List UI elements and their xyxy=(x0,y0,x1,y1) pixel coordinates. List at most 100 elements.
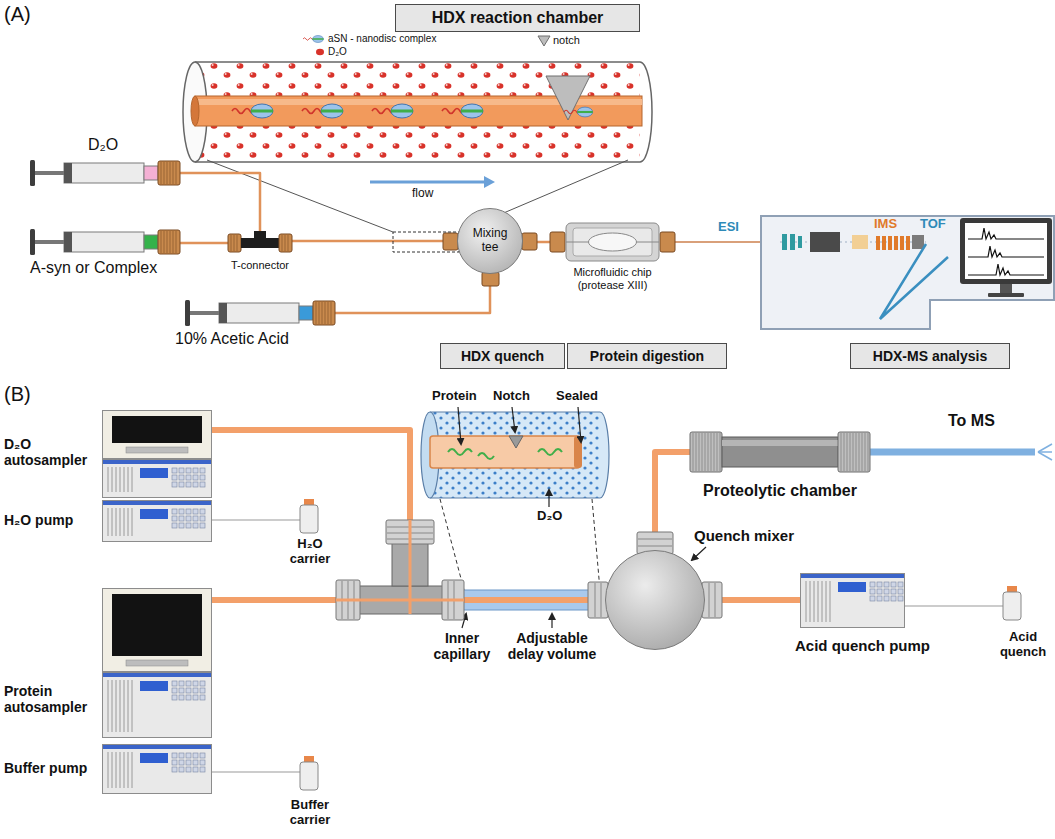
node-label: Acid quench pump xyxy=(795,637,930,654)
pump-shape xyxy=(814,581,815,622)
mass-spectrometer-shape xyxy=(960,218,1052,284)
carrier-bottles xyxy=(304,756,314,762)
microfluidic-chip-shape xyxy=(589,233,637,251)
pump-shape xyxy=(801,574,905,628)
node-label: HDX reaction chamber xyxy=(432,9,604,27)
mass-spectrometer-shape xyxy=(790,234,795,250)
pump-shape xyxy=(870,582,875,587)
pump-shape xyxy=(116,752,117,788)
annotation-label: Inner capillary xyxy=(422,630,502,662)
autosampler-shape xyxy=(179,482,184,487)
autosampler-shape xyxy=(200,688,205,693)
mass-spectrometer-shape xyxy=(760,215,1055,330)
autosampler-shape xyxy=(103,460,211,464)
syringe: A-syn or Complex xyxy=(30,229,180,255)
pump-shape xyxy=(124,752,125,788)
autosampler-shape xyxy=(179,681,184,686)
autosampler-shape xyxy=(172,688,177,693)
pump-shape xyxy=(179,753,184,758)
mass-spectrometer-shape xyxy=(900,236,904,250)
legend-icons xyxy=(316,49,324,55)
zoom-cylinder-illustration xyxy=(478,453,494,459)
node-label: Mixing tee xyxy=(465,227,515,255)
pump-shape xyxy=(128,752,129,788)
mass-spectrometer-shape xyxy=(968,246,1044,257)
autosampler-shape xyxy=(112,467,113,492)
pump-shape xyxy=(172,509,177,514)
node-label: HDX quench xyxy=(461,348,544,364)
syringe-shape xyxy=(158,230,180,254)
t-connector-shape xyxy=(254,231,266,239)
proteolytic-chamber-shape xyxy=(722,437,838,467)
mixer-nuts xyxy=(601,583,602,617)
proteolytic-chamber-shape xyxy=(696,433,697,471)
pump-shape xyxy=(200,767,205,772)
zoom-cylinder-illustration xyxy=(430,411,600,412)
node-label: Buffer pump xyxy=(4,760,96,776)
zoom-cylinder-illustration xyxy=(448,449,472,455)
annotation-label: D₂O xyxy=(537,509,562,524)
autosampler-shape xyxy=(103,411,212,459)
autosampler-shape xyxy=(200,681,205,686)
pump-shape xyxy=(891,582,896,587)
pump-shape xyxy=(898,596,903,601)
syringe-shape xyxy=(299,306,313,320)
zoom-cylinder-illustration xyxy=(509,436,523,448)
syringe-shape xyxy=(185,300,335,326)
pump-shape xyxy=(172,516,177,521)
zoom-cylinder-illustration xyxy=(458,407,461,444)
flow-arrow xyxy=(370,181,484,184)
reaction-chamber-illustration xyxy=(442,104,483,118)
t-connector-shape xyxy=(237,235,238,251)
syringe-shape xyxy=(322,302,323,324)
pump-shape xyxy=(193,523,198,528)
autosampler-shape xyxy=(124,467,125,492)
node-label: D₂O xyxy=(88,136,118,154)
leader-arrows xyxy=(692,547,706,560)
tee-fitting xyxy=(336,599,464,602)
pump-shape xyxy=(186,516,191,521)
proteolytic-chamber-shape xyxy=(847,433,848,471)
reaction-chamber-illustration xyxy=(195,61,640,63)
legend-icons xyxy=(538,36,550,46)
quench-mixer: Quench mixer xyxy=(605,550,705,650)
mass-spectrometer-shape xyxy=(810,232,840,252)
syringe-shape xyxy=(64,163,144,183)
t-connector-shape xyxy=(288,235,289,251)
pump-shape xyxy=(102,744,212,794)
node-label: IMS xyxy=(874,217,897,232)
node-label: ESI xyxy=(718,220,739,235)
node-label: 10% Acetic Acid xyxy=(175,330,289,348)
pump-shape xyxy=(870,596,875,601)
step-box: Protein digestion xyxy=(567,343,727,369)
proteolytic-chamber-shape xyxy=(841,433,842,471)
pump-shape xyxy=(112,508,113,536)
pump-shape xyxy=(179,516,184,521)
node-label: A-syn or Complex xyxy=(30,259,157,277)
section-box: HDX reaction chamber xyxy=(395,4,640,32)
proteolytic-chamber-shape xyxy=(868,433,869,471)
pump-shape xyxy=(179,767,184,772)
carrier-bottles xyxy=(1003,592,1021,620)
pump-shape xyxy=(116,508,117,536)
syringe-shape xyxy=(64,232,72,252)
proteolytic-chamber-shape xyxy=(720,433,721,471)
annotation-label: (B) xyxy=(4,383,31,406)
zoom-cylinder-illustration xyxy=(430,412,600,498)
microfluidic-chip: Microfluidic chip (protease XIII) xyxy=(565,222,660,262)
syringe-shape xyxy=(170,231,171,253)
pump-shape xyxy=(128,508,129,536)
proteolytic-chamber-shape xyxy=(862,433,863,471)
mixer-nuts xyxy=(709,583,710,617)
pump-shape xyxy=(193,509,198,514)
pump-shape xyxy=(172,753,177,758)
mass-spectrometer-shape xyxy=(876,236,880,250)
autosampler-shape xyxy=(172,475,177,480)
autosampler-shape xyxy=(128,467,129,492)
autosampler: D₂O autosampler xyxy=(102,410,212,498)
pump-shape xyxy=(838,582,866,592)
proteolytic-chamber-shape xyxy=(865,433,866,471)
pump-shape xyxy=(103,501,211,505)
autosampler-shape xyxy=(120,467,121,492)
